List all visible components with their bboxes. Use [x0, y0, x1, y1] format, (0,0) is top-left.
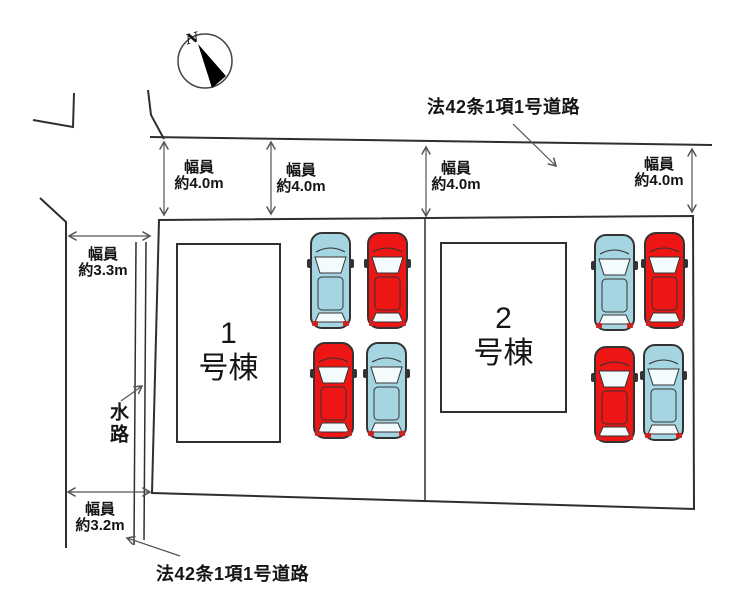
width-label-top-2: 幅員 約4.0m	[276, 163, 325, 195]
width-label-line2: 約4.0m	[634, 172, 684, 189]
width-label-line2: 約4.0m	[174, 175, 224, 192]
car-icon-red	[641, 232, 688, 329]
road-top-leader-arrow	[512, 123, 558, 168]
width-label-line2: 約4.0m	[431, 176, 481, 193]
car-icon-blue	[363, 342, 410, 439]
building-1-label: 1 号棟	[199, 316, 259, 386]
width-label-line2: 約3.3m	[78, 262, 128, 279]
building-suffix: 号棟	[198, 352, 259, 385]
road-bottom-leader-arrow	[125, 535, 181, 557]
width-label-line1: 幅員	[643, 156, 675, 173]
road-label-top: 法42条1項1号道路	[427, 97, 581, 117]
waterway-leader-arrow	[120, 385, 144, 402]
waterway-line-right	[143, 241, 147, 541]
width-label-line1: 幅員	[183, 159, 215, 176]
width-label-line2: 約4.0m	[276, 178, 326, 195]
west-boundary-line	[39, 197, 67, 548]
car-icon-red	[310, 342, 357, 439]
road-label-bottom: 法42条1項1号道路	[156, 564, 310, 584]
building-suffix: 号棟	[473, 336, 534, 370]
road-line-top	[149, 136, 713, 146]
compass-icon	[177, 33, 233, 89]
width-label-top-4: 幅員 約4.0m	[634, 157, 683, 189]
waterway-label: 水路	[107, 402, 128, 446]
car-icon-red	[364, 232, 411, 329]
width-label-line2: 約3.2m	[75, 517, 125, 534]
building-2-label: 2 号棟	[474, 301, 534, 371]
car-icon-blue	[307, 232, 354, 329]
car-icon-blue	[640, 344, 687, 441]
width-label-line1: 幅員	[440, 160, 472, 177]
width-label-line1: 幅員	[285, 162, 317, 179]
width-label-top-3: 幅員 約4.0m	[431, 161, 480, 193]
building-number: 2	[495, 301, 512, 335]
compass-needle	[198, 44, 226, 88]
boundary-mark-right	[147, 89, 165, 140]
width-label-line1: 幅員	[87, 246, 119, 263]
building-1-outline: 1 号棟	[176, 243, 281, 443]
width-label-top-1: 幅員 約4.0m	[174, 160, 223, 192]
car-icon-red	[591, 346, 638, 443]
width-label-line1: 幅員	[84, 501, 116, 518]
width-label-left-lower: 幅員 約3.2m	[75, 502, 124, 534]
car-icon-blue	[591, 234, 638, 331]
waterway-line-left	[133, 241, 137, 546]
building-number: 1	[220, 317, 237, 350]
boundary-mark-left	[32, 92, 75, 129]
width-label-left-upper: 幅員 約3.3m	[78, 247, 127, 279]
building-2-outline: 2 号棟	[440, 242, 567, 413]
